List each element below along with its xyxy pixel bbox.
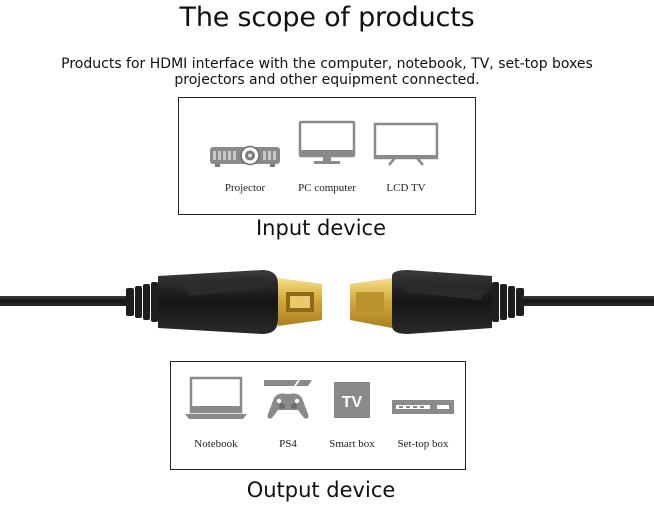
- description-line-1: Products for HDMI interface with the com…: [61, 56, 593, 72]
- description-line-2: projectors and other equipment connected…: [174, 72, 480, 88]
- output-device-box: Notebook PS4 TV Smart box: [170, 361, 466, 470]
- smart-box-icon: TV: [334, 382, 370, 418]
- device-label-notebook: Notebook: [194, 438, 238, 450]
- device-label-projector: Projector: [224, 182, 266, 194]
- left-hdmi-connector: [0, 270, 322, 334]
- input-device-heading: Input device: [255, 216, 387, 240]
- page-title: The scope of products: [179, 2, 475, 33]
- notebook-icon: [185, 376, 247, 419]
- right-hdmi-connector: [350, 270, 654, 334]
- device-ps4: PS4: [257, 376, 319, 461]
- device-label-ps4: PS4: [279, 438, 297, 450]
- output-device-heading: Output device: [246, 478, 396, 502]
- hdmi-cable-illustration: [0, 270, 654, 334]
- device-label-lcd-tv: LCD TV: [386, 182, 426, 194]
- device-set-top-box: Set-top box: [385, 376, 461, 461]
- device-label-smart-box: Smart box: [329, 438, 375, 450]
- device-lcd-tv: LCD TV: [371, 122, 441, 202]
- description: Products for HDMI interface with the com…: [20, 56, 634, 88]
- device-pc-computer: PC computer: [295, 120, 359, 200]
- pc-monitor-icon: [298, 120, 356, 164]
- device-smart-box: TV Smart box: [319, 376, 385, 461]
- set-top-box-icon: [392, 400, 454, 414]
- projector-icon: [210, 145, 280, 167]
- device-projector: Projector: [207, 142, 283, 202]
- input-device-box: Projector PC computer LCD TV: [178, 97, 476, 215]
- device-notebook: Notebook: [181, 376, 251, 461]
- smart-box-badge: TV: [342, 394, 363, 411]
- ps4-icon: [264, 380, 312, 419]
- device-label-pc-computer: PC computer: [298, 182, 356, 194]
- lcd-tv-icon: [373, 122, 439, 166]
- device-label-set-top-box: Set-top box: [397, 438, 449, 450]
